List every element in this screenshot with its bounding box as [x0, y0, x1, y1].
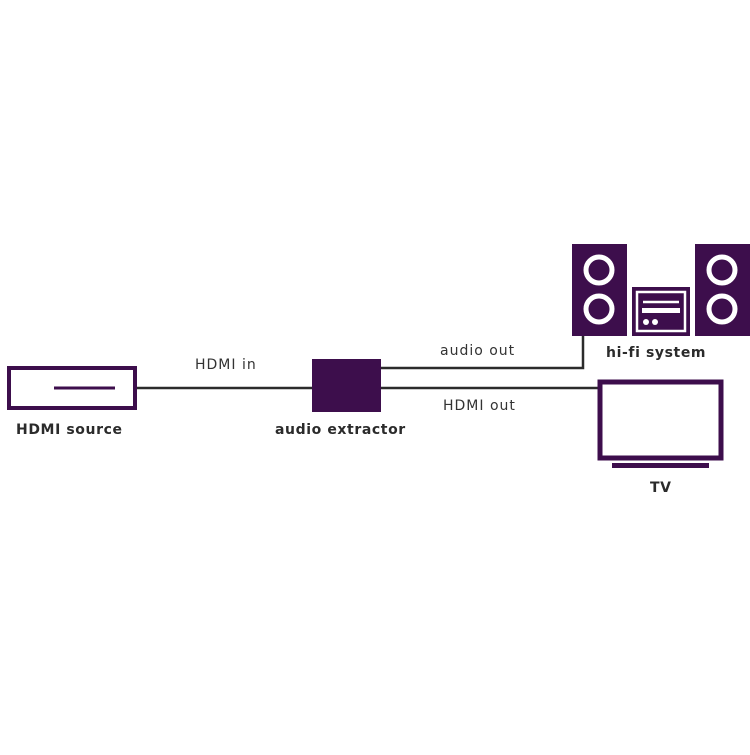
audio-out-label: audio out	[440, 343, 516, 359]
cable-audio-out	[380, 336, 585, 370]
hdmi-in-label: HDMI in	[195, 357, 257, 373]
tv-label: TV	[650, 480, 672, 496]
set-top-box-icon	[7, 366, 137, 410]
hdmi-out-label: HDMI out	[443, 398, 516, 414]
tv-icon	[597, 379, 724, 468]
audio-extractor-label: audio extractor	[275, 422, 406, 438]
extractor-box-icon	[312, 359, 381, 412]
hifi-stereo-icon	[572, 244, 750, 336]
hdmi-source-label: HDMI source	[16, 422, 123, 438]
hifi-system-label: hi-fi system	[606, 345, 707, 361]
